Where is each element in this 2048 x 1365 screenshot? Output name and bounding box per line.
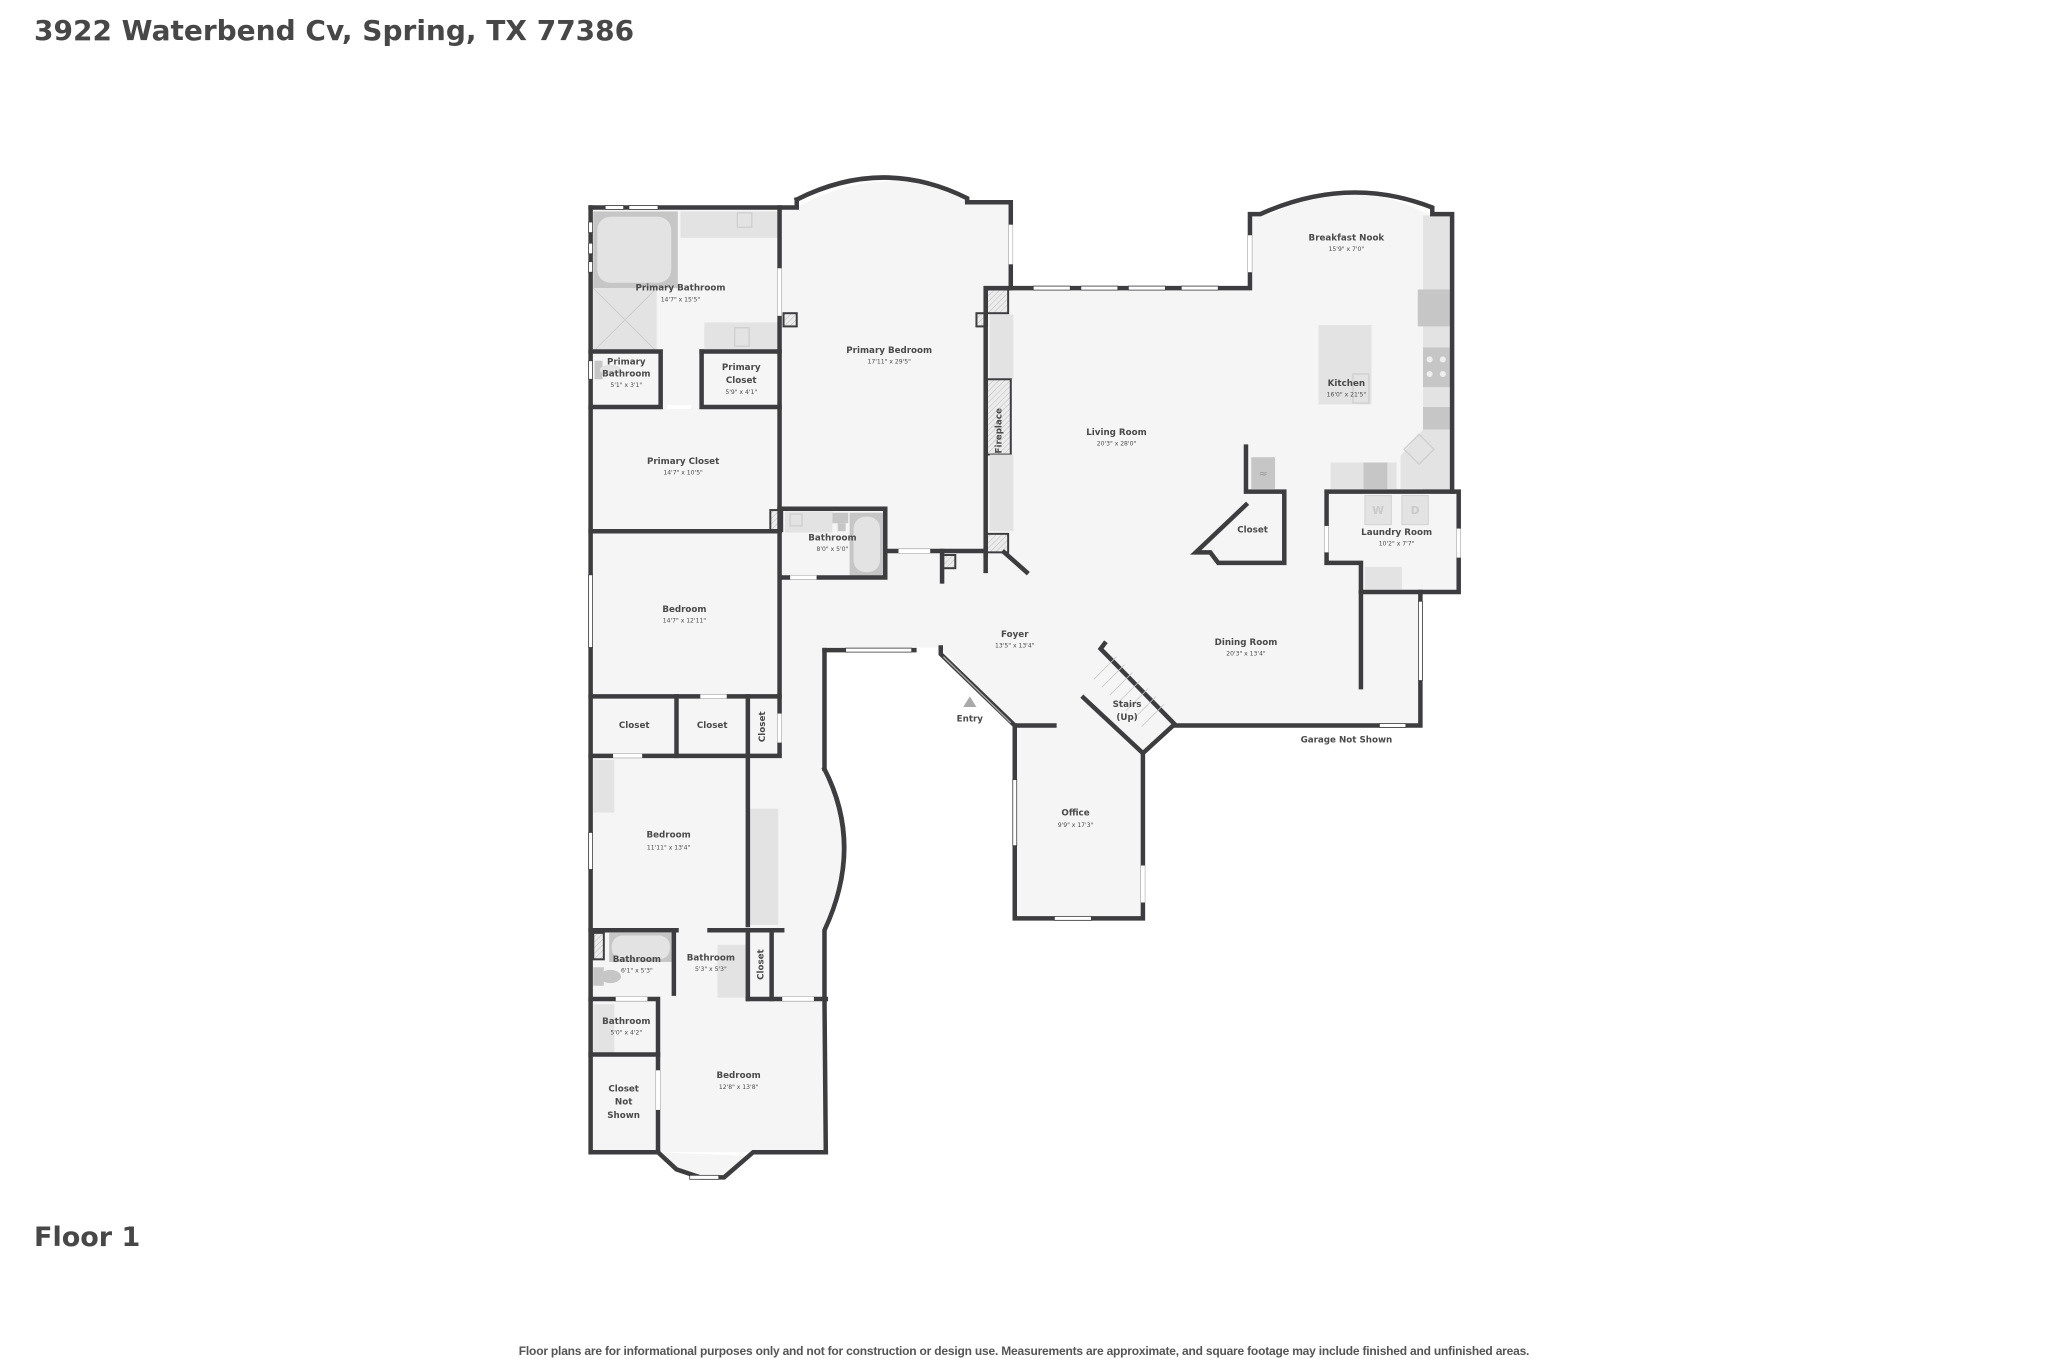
svg-text:Foyer: Foyer — [1001, 630, 1029, 640]
room-primary-bedroom[interactable]: Primary Bedroom 17'11" x 29'5" — [846, 346, 932, 366]
svg-text:Living Room: Living Room — [1086, 428, 1146, 438]
room-closet-c[interactable]: Closet — [758, 711, 768, 742]
svg-text:Stairs: Stairs — [1113, 700, 1142, 710]
svg-text:12'8" x 13'8": 12'8" x 13'8" — [719, 1084, 759, 1091]
svg-text:13'5" x 13'4": 13'5" x 13'4" — [995, 642, 1035, 649]
svg-text:Laundry Room: Laundry Room — [1361, 528, 1432, 538]
svg-text:Kitchen: Kitchen — [1328, 379, 1365, 389]
room-primary-wc[interactable]: Primary Bathroom 5'1" x 3'1" — [602, 358, 650, 389]
dryer-icon: D — [1411, 505, 1420, 517]
svg-text:5'0" x 4'2": 5'0" x 4'2" — [610, 1030, 642, 1037]
svg-text:Breakfast Nook: Breakfast Nook — [1309, 234, 1385, 244]
room-foyer[interactable]: Foyer 13'5" x 13'4" — [995, 630, 1035, 650]
svg-text:20'3" x 28'0": 20'3" x 28'0" — [1097, 440, 1137, 447]
svg-text:5'9" x 4'1": 5'9" x 4'1" — [725, 389, 757, 396]
svg-text:5'3" x 5'3": 5'3" x 5'3" — [695, 966, 727, 973]
svg-text:Bedroom: Bedroom — [646, 831, 690, 841]
room-primary-closet[interactable]: Primary Closet 14'7" x 10'5" — [647, 457, 719, 477]
svg-text:5'1" x 3'1": 5'1" x 3'1" — [610, 382, 642, 389]
entry-arrow-icon — [963, 696, 977, 707]
svg-text:≈: ≈ — [1259, 468, 1268, 480]
svg-text:10'2" x 7'7": 10'2" x 7'7" — [1379, 541, 1415, 548]
svg-text:6'1" x 5'3": 6'1" x 5'3" — [621, 968, 653, 975]
fireplace-label: Fireplace — [995, 408, 1005, 453]
svg-text:Primary: Primary — [607, 358, 646, 368]
room-bathroom-b[interactable]: Bathroom 5'3" x 5'3" — [687, 954, 735, 974]
room-closet-d[interactable]: Closet — [757, 949, 767, 980]
room-labels: Primary Bathroom 14'7" x 15'5" Primary B… — [602, 234, 1432, 1121]
room-primary-bathroom[interactable]: Primary Bathroom 14'7" x 15'5" — [635, 284, 725, 304]
svg-text:Bathroom: Bathroom — [602, 1017, 650, 1027]
room-closet-a[interactable]: Closet — [619, 721, 650, 731]
svg-text:8'0" x 5'0": 8'0" x 5'0" — [817, 546, 849, 553]
room-bathroom-c[interactable]: Bathroom 5'0" x 4'2" — [602, 1017, 650, 1037]
svg-text:16'0" x 21'5": 16'0" x 21'5" — [1327, 391, 1367, 398]
room-breakfast-nook[interactable]: Breakfast Nook 15'9" x 7'0" — [1309, 234, 1385, 254]
room-kitchen[interactable]: Kitchen 16'0" x 21'5" — [1327, 379, 1367, 399]
svg-text:Primary Bathroom: Primary Bathroom — [635, 284, 725, 294]
room-bedroom-2[interactable]: Bedroom 14'7" x 12'11" — [662, 605, 706, 625]
svg-text:Primary Bedroom: Primary Bedroom — [846, 346, 932, 356]
room-hall-bathroom[interactable]: Bathroom 8'0" x 5'0" — [808, 533, 856, 553]
svg-text:(Up): (Up) — [1116, 713, 1137, 723]
disclaimer: Floor plans are for informational purpos… — [518, 1344, 1530, 1358]
property-address: 3922 Waterbend Cv, Spring, TX 77386 — [34, 14, 635, 47]
floor-label: Floor 1 — [34, 1222, 141, 1253]
svg-text:Shown: Shown — [607, 1111, 640, 1121]
room-bedroom-3[interactable]: Bedroom 11'11" x 13'4" — [646, 831, 690, 852]
svg-text:Bathroom: Bathroom — [613, 955, 661, 965]
svg-text:Primary: Primary — [722, 363, 761, 373]
svg-text:Office: Office — [1061, 808, 1089, 818]
svg-text:14'7" x 10'5": 14'7" x 10'5" — [663, 469, 703, 476]
svg-text:Bedroom: Bedroom — [662, 605, 706, 615]
garage-note: Garage Not Shown — [1301, 736, 1393, 746]
washer-icon: W — [1372, 505, 1384, 517]
room-primary-closet-small[interactable]: Primary Closet 5'9" x 4'1" — [722, 363, 761, 396]
svg-text:Dining Room: Dining Room — [1215, 638, 1278, 648]
room-closet-living[interactable]: Closet — [1237, 526, 1268, 536]
svg-text:17'11" x 29'5": 17'11" x 29'5" — [868, 358, 912, 365]
svg-text:20'3" x 13'4": 20'3" x 13'4" — [1226, 650, 1266, 657]
room-bathroom-a[interactable]: Bathroom 6'1" x 5'3" — [613, 955, 661, 975]
room-laundry[interactable]: W D Laundry Room 10'2" x 7'7" — [1361, 505, 1432, 548]
room-dining-room[interactable]: Dining Room 20'3" x 13'4" — [1215, 638, 1278, 658]
svg-text:9'9" x 17'3": 9'9" x 17'3" — [1058, 822, 1094, 829]
room-closet-not-shown[interactable]: Closet Not Shown — [607, 1084, 640, 1120]
fixtures: ≈ — [592, 211, 1451, 1055]
svg-text:11'11" x 13'4": 11'11" x 13'4" — [647, 845, 691, 852]
openings — [588, 205, 1461, 1180]
svg-text:Bedroom: Bedroom — [717, 1071, 761, 1081]
svg-text:Bathroom: Bathroom — [808, 533, 856, 543]
room-bedroom-4[interactable]: Bedroom 12'8" x 13'8" — [717, 1071, 761, 1091]
room-living-room[interactable]: Living Room 20'3" x 28'0" — [1086, 428, 1146, 448]
svg-text:Closet: Closet — [726, 376, 757, 386]
room-closet-b[interactable]: Closet — [697, 721, 728, 731]
svg-text:Not: Not — [615, 1098, 632, 1108]
svg-text:14'7" x 15'5": 14'7" x 15'5" — [661, 296, 701, 303]
room-office[interactable]: Office 9'9" x 17'3" — [1058, 808, 1094, 829]
svg-text:Closet: Closet — [608, 1084, 639, 1094]
svg-text:14'7" x 12'11": 14'7" x 12'11" — [663, 617, 707, 624]
entry-label: Entry — [957, 714, 984, 724]
floor-fills — [590, 181, 1459, 1179]
svg-text:Bathroom: Bathroom — [602, 370, 650, 380]
stairs-up[interactable]: Stairs (Up) — [1113, 700, 1142, 723]
svg-text:Primary Closet: Primary Closet — [647, 457, 719, 467]
svg-text:Bathroom: Bathroom — [687, 954, 735, 964]
svg-text:15'9" x 7'0": 15'9" x 7'0" — [1329, 246, 1365, 253]
